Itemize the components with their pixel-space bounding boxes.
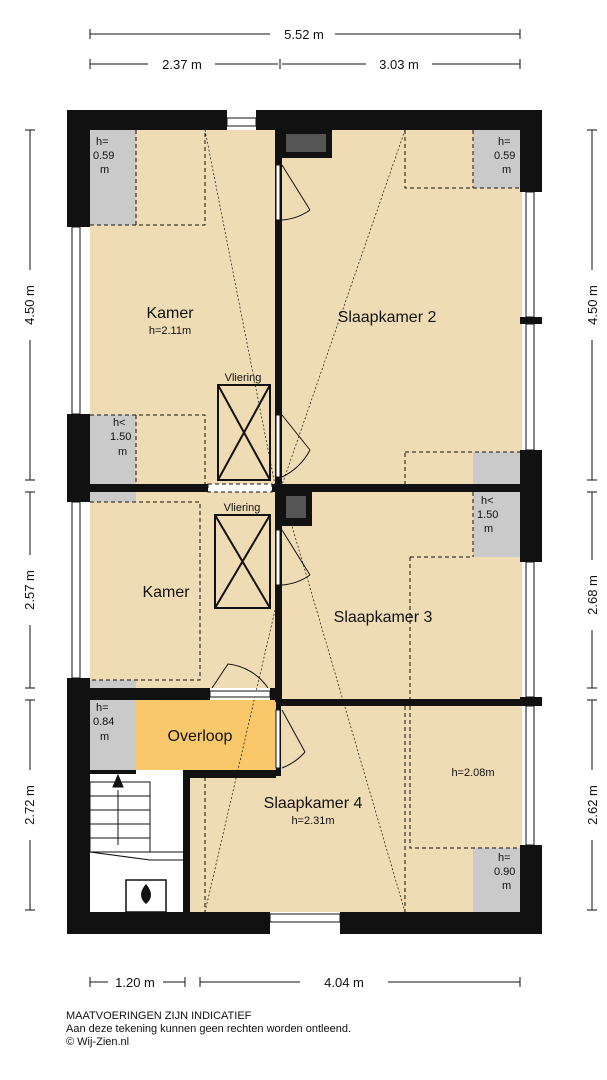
doors bbox=[211, 164, 311, 769]
fireplace-icon bbox=[125, 879, 167, 913]
svg-text:h=: h= bbox=[96, 702, 109, 714]
dim-right-bottom: 2.62 m bbox=[585, 785, 600, 825]
dim-left-bottom: 2.72 m bbox=[22, 785, 37, 825]
vliering-hatch-top bbox=[217, 384, 271, 481]
room-slaapkamer-4-height: h=2.31m bbox=[291, 815, 334, 827]
svg-text:m: m bbox=[502, 880, 511, 892]
dim-top-right: 3.03 m bbox=[379, 57, 419, 72]
chimney bbox=[286, 134, 326, 518]
dim-right-mid: 2.68 m bbox=[585, 575, 600, 615]
svg-text:0.90: 0.90 bbox=[494, 866, 515, 878]
copyright: © Wij-Zien.nl bbox=[66, 1036, 130, 1048]
svg-text:1.50: 1.50 bbox=[477, 509, 498, 521]
overloop-area bbox=[136, 700, 276, 770]
alcove-height: h=2.08m bbox=[451, 767, 494, 779]
svg-text:h=: h= bbox=[498, 136, 511, 148]
vliering-hatch-bottom bbox=[214, 514, 271, 609]
vliering-top-label: Vliering bbox=[225, 372, 262, 384]
dim-left-mid: 2.57 m bbox=[22, 570, 37, 610]
windows bbox=[71, 117, 535, 923]
svg-text:0.59: 0.59 bbox=[93, 150, 114, 162]
vliering-bottom-label: Vliering bbox=[224, 502, 261, 514]
roof-lines bbox=[90, 130, 522, 912]
room-slaapkamer-3: Slaapkamer 3 bbox=[334, 609, 433, 626]
dim-bottom-right: 4.04 m bbox=[324, 975, 364, 990]
svg-text:m: m bbox=[100, 731, 109, 743]
svg-text:h=: h= bbox=[498, 852, 511, 864]
svg-text:h=: h= bbox=[96, 136, 109, 148]
disclaimer-title: MAATVOERINGEN ZIJN INDICATIEF bbox=[66, 1010, 252, 1022]
svg-text:h<: h< bbox=[113, 417, 126, 429]
height-bl: h= 0.84 m bbox=[93, 702, 114, 743]
room-overloop: Overloop bbox=[168, 728, 233, 745]
height-tr: h= 0.59 m bbox=[494, 136, 515, 176]
svg-text:m: m bbox=[502, 164, 511, 176]
dimension-lines bbox=[25, 29, 597, 987]
svg-text:m: m bbox=[484, 523, 493, 535]
height-tl: h= 0.59 m bbox=[93, 136, 114, 176]
room-slaapkamer-4: Slaapkamer 4 bbox=[264, 795, 363, 812]
disclaimer: MAATVOERINGEN ZIJN INDICATIEF Aan deze t… bbox=[66, 1010, 351, 1049]
svg-text:0.59: 0.59 bbox=[494, 150, 515, 162]
svg-text:0.84: 0.84 bbox=[93, 716, 114, 728]
disclaimer-text: Aan deze tekening kunnen geen rechten wo… bbox=[66, 1023, 351, 1035]
height-br: h= 0.90 m bbox=[494, 852, 515, 892]
dim-left-top: 4.50 m bbox=[22, 285, 37, 325]
svg-text:1.50: 1.50 bbox=[110, 431, 131, 443]
room-slaapkamer-2: Slaapkamer 2 bbox=[338, 309, 437, 326]
svg-text:h<: h< bbox=[481, 495, 494, 507]
floor-areas bbox=[90, 130, 522, 912]
dim-right-top: 4.50 m bbox=[585, 285, 600, 325]
room-kamer-top: Kamer bbox=[146, 305, 194, 322]
height-ml: h< 1.50 m bbox=[110, 417, 131, 458]
dim-bottom-left: 1.20 m bbox=[115, 975, 155, 990]
room-kamer-top-height: h=2.11m bbox=[149, 325, 191, 337]
room-kamer-bottom: Kamer bbox=[142, 584, 190, 601]
dim-top-left: 2.37 m bbox=[162, 57, 202, 72]
svg-text:m: m bbox=[118, 446, 127, 458]
dim-top-total: 5.52 m bbox=[284, 27, 324, 42]
svg-text:m: m bbox=[100, 164, 109, 176]
height-mr: h< 1.50 m bbox=[477, 495, 498, 535]
